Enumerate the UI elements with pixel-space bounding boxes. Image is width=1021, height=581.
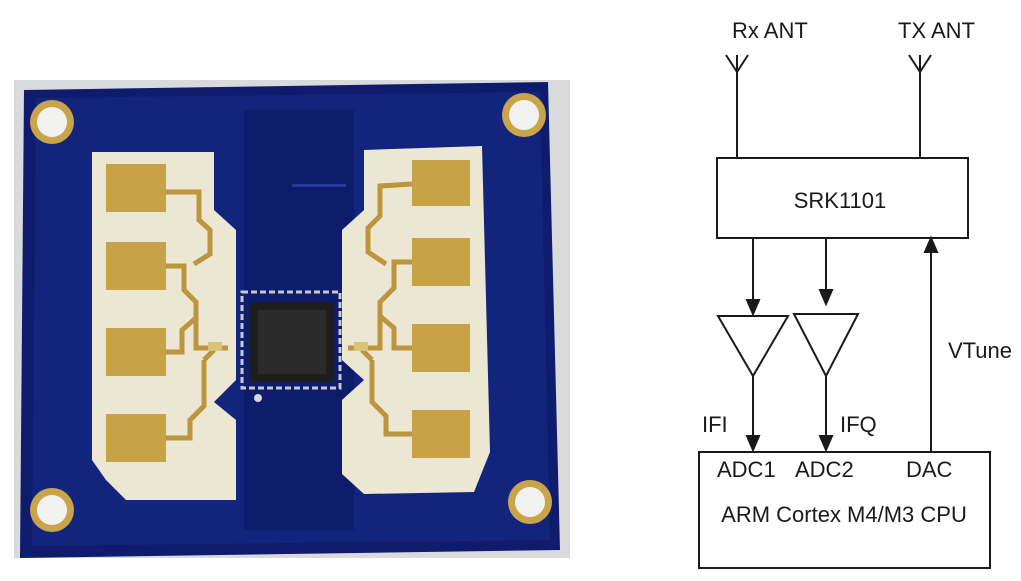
mounting-hole (30, 100, 74, 144)
mounting-hole (508, 480, 552, 524)
cpu-label: ARM Cortex M4/M3 CPU (721, 502, 967, 527)
ifi-amplifier (716, 315, 790, 378)
block-diagram: Rx ANT TX ANT SRK1101 VTune IFI IFQ ADC1… (690, 0, 1021, 576)
radar-chip-highlight (258, 310, 326, 374)
right-antenna-patch (412, 410, 470, 458)
vtune-arrowhead (923, 235, 939, 253)
srk1101-block (716, 157, 969, 239)
adc2-label: ADC2 (795, 457, 854, 482)
left-antenna-patch (106, 414, 166, 462)
vtune-label: VTune (948, 338, 1012, 363)
smd-component (208, 342, 222, 351)
ifi-label: IFI (702, 412, 728, 437)
left-antenna-patch (106, 164, 166, 212)
rx-antenna-label: Rx ANT (732, 18, 808, 43)
cpu-block (698, 451, 991, 569)
srk1101-label: SRK1101 (794, 188, 887, 213)
ifi-arrowhead-upper (745, 299, 761, 317)
pcb-photo (14, 80, 570, 558)
right-antenna-patch (412, 324, 470, 372)
dac-label: DAC (906, 457, 953, 482)
silkscreen-line (292, 184, 346, 187)
right-antenna-patch (412, 160, 470, 206)
ifq-arrowhead-upper (818, 289, 834, 307)
adc1-label: ADC1 (717, 457, 776, 482)
ifq-arrowhead-lower (818, 435, 834, 453)
mounting-hole (502, 93, 546, 137)
tx-antenna-icon (908, 54, 932, 73)
rx-antenna-icon (725, 54, 749, 73)
chip-pad-outline (240, 290, 342, 390)
ifq-label: IFQ (840, 412, 877, 437)
ifq-amplifier (792, 313, 860, 379)
pcb-photo-svg (14, 80, 570, 558)
right-antenna-patch (412, 238, 470, 286)
smd-component (354, 342, 368, 351)
mounting-hole (30, 488, 74, 532)
left-antenna-patch (106, 242, 166, 290)
block-diagram-svg: Rx ANT TX ANT SRK1101 VTune IFI IFQ ADC1… (698, 18, 1012, 569)
via (254, 394, 262, 402)
ifi-arrowhead-lower (745, 435, 761, 453)
left-antenna-patch (106, 328, 166, 376)
tx-antenna-label: TX ANT (898, 18, 975, 43)
